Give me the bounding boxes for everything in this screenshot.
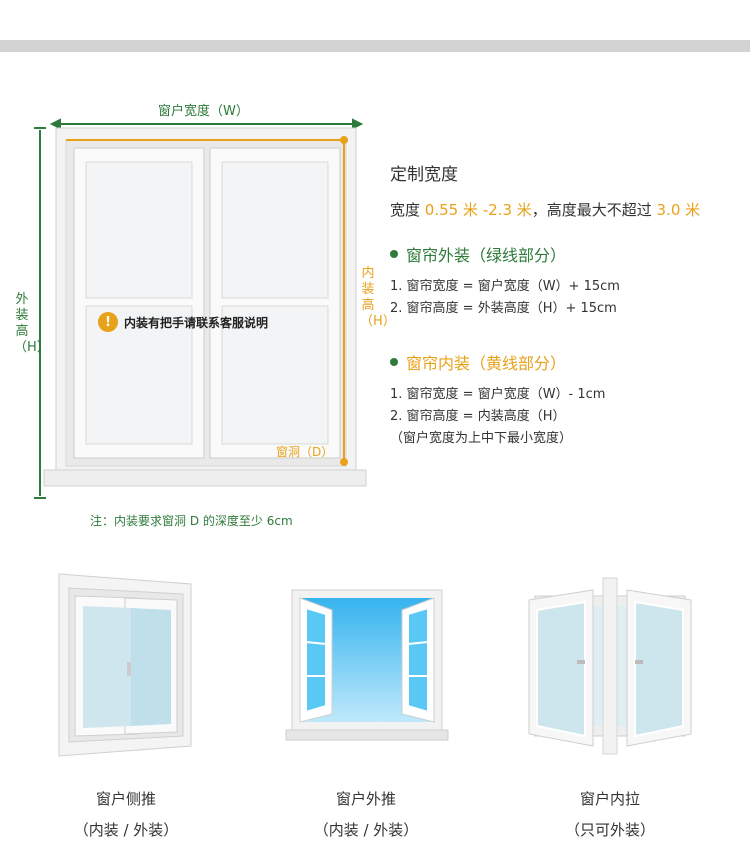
footnote-suffix: 至少 6cm bbox=[238, 514, 293, 528]
warning-icon: ! bbox=[98, 312, 118, 332]
outer-height-dimension-line bbox=[34, 127, 46, 499]
recess-label: 窗洞（D） bbox=[276, 445, 334, 459]
outer-height-label: 外装高（H） bbox=[14, 292, 50, 355]
footnote-highlight: 深度 bbox=[214, 514, 239, 528]
inner-dimension-lines bbox=[66, 136, 348, 466]
inner-height-label: 内装高（H） bbox=[360, 266, 396, 329]
window-type-outward: 窗户外推 （内装 / 外装） bbox=[266, 570, 466, 840]
type-name: 窗户内拉 bbox=[579, 790, 640, 808]
rule-item: 2. 窗帘高度 = 内装高度（H） bbox=[390, 409, 566, 424]
type-note: （内装 / 外装） bbox=[313, 821, 419, 839]
inside-install-title: 窗帘内装（黄线部分） bbox=[390, 350, 740, 374]
bullet-dot-icon bbox=[390, 250, 398, 258]
inside-title-text: 窗帘内装（黄线部分） bbox=[406, 354, 567, 373]
type-name: 窗户外推 bbox=[335, 790, 396, 808]
bullet-dot-icon bbox=[390, 358, 398, 366]
window-type-sliding: 窗户侧推 （内装 / 外装） bbox=[26, 570, 226, 840]
inside-rules: 1. 窗帘宽度 = 窗户宽度（W）- 1cm 2. 窗帘高度 = 内装高度（H）… bbox=[390, 384, 740, 450]
rule-item: 1. 窗帘宽度 = 窗户宽度（W）- 1cm bbox=[390, 387, 606, 402]
type-note: （内装 / 外装） bbox=[73, 821, 179, 839]
inward-window-icon bbox=[528, 577, 692, 755]
outward-window-icon bbox=[285, 589, 449, 741]
window-type-inward: 窗户内拉 （只可外装） bbox=[510, 570, 710, 840]
type-note: （只可外装） bbox=[564, 821, 655, 839]
rule-item: （窗户宽度为上中下最小宽度） bbox=[390, 431, 573, 446]
sliding-window-icon bbox=[58, 573, 192, 757]
width-dimension-line bbox=[49, 118, 364, 130]
outside-rules: 1. 窗帘宽度 = 窗户宽度（W）+ 15cm 2. 窗帘高度 = 外装高度（H… bbox=[390, 276, 740, 320]
window-types: 窗户侧推 （内装 / 外装） 窗户外推 （内装 / 外装） bbox=[0, 570, 750, 850]
outside-title-text: 窗帘外装（绿线部分） bbox=[406, 246, 567, 265]
outside-install-title: 窗帘外装（绿线部分） bbox=[390, 242, 740, 266]
type-name: 窗户侧推 bbox=[95, 790, 156, 808]
window-measure-diagram bbox=[34, 118, 367, 499]
width-range: 0.55 米 -2.3 米 bbox=[424, 201, 532, 219]
custom-size-info: 定制宽度 宽度 0.55 米 -2.3 米，高度最大不超过 3.0 米 窗帘外装… bbox=[390, 160, 740, 480]
window-frame bbox=[43, 127, 367, 487]
depth-footnote: 注：内装要求窗洞 D 的深度至少 6cm bbox=[90, 512, 293, 529]
handle-notice: ! 内装有把手请联系客服说明 bbox=[98, 312, 268, 332]
rule-item: 2. 窗帘高度 = 外装高度（H）+ 15cm bbox=[390, 301, 617, 316]
notice-text: 内装有把手请联系客服说明 bbox=[124, 315, 269, 330]
max-height: 3.0 米 bbox=[656, 201, 701, 219]
rule-item: 1. 窗帘宽度 = 窗户宽度（W）+ 15cm bbox=[390, 279, 620, 294]
width-label: 窗户宽度（W） bbox=[158, 104, 249, 119]
size-range: 宽度 0.55 米 -2.3 米，高度最大不超过 3.0 米 bbox=[390, 199, 740, 220]
footnote-prefix: 注：内装要求窗洞 D 的 bbox=[90, 514, 215, 528]
size-mid: ，高度最大不超过 bbox=[531, 201, 657, 219]
size-prefix: 宽度 bbox=[390, 201, 425, 219]
top-divider-bar bbox=[0, 40, 750, 52]
info-title: 定制宽度 bbox=[390, 165, 458, 185]
